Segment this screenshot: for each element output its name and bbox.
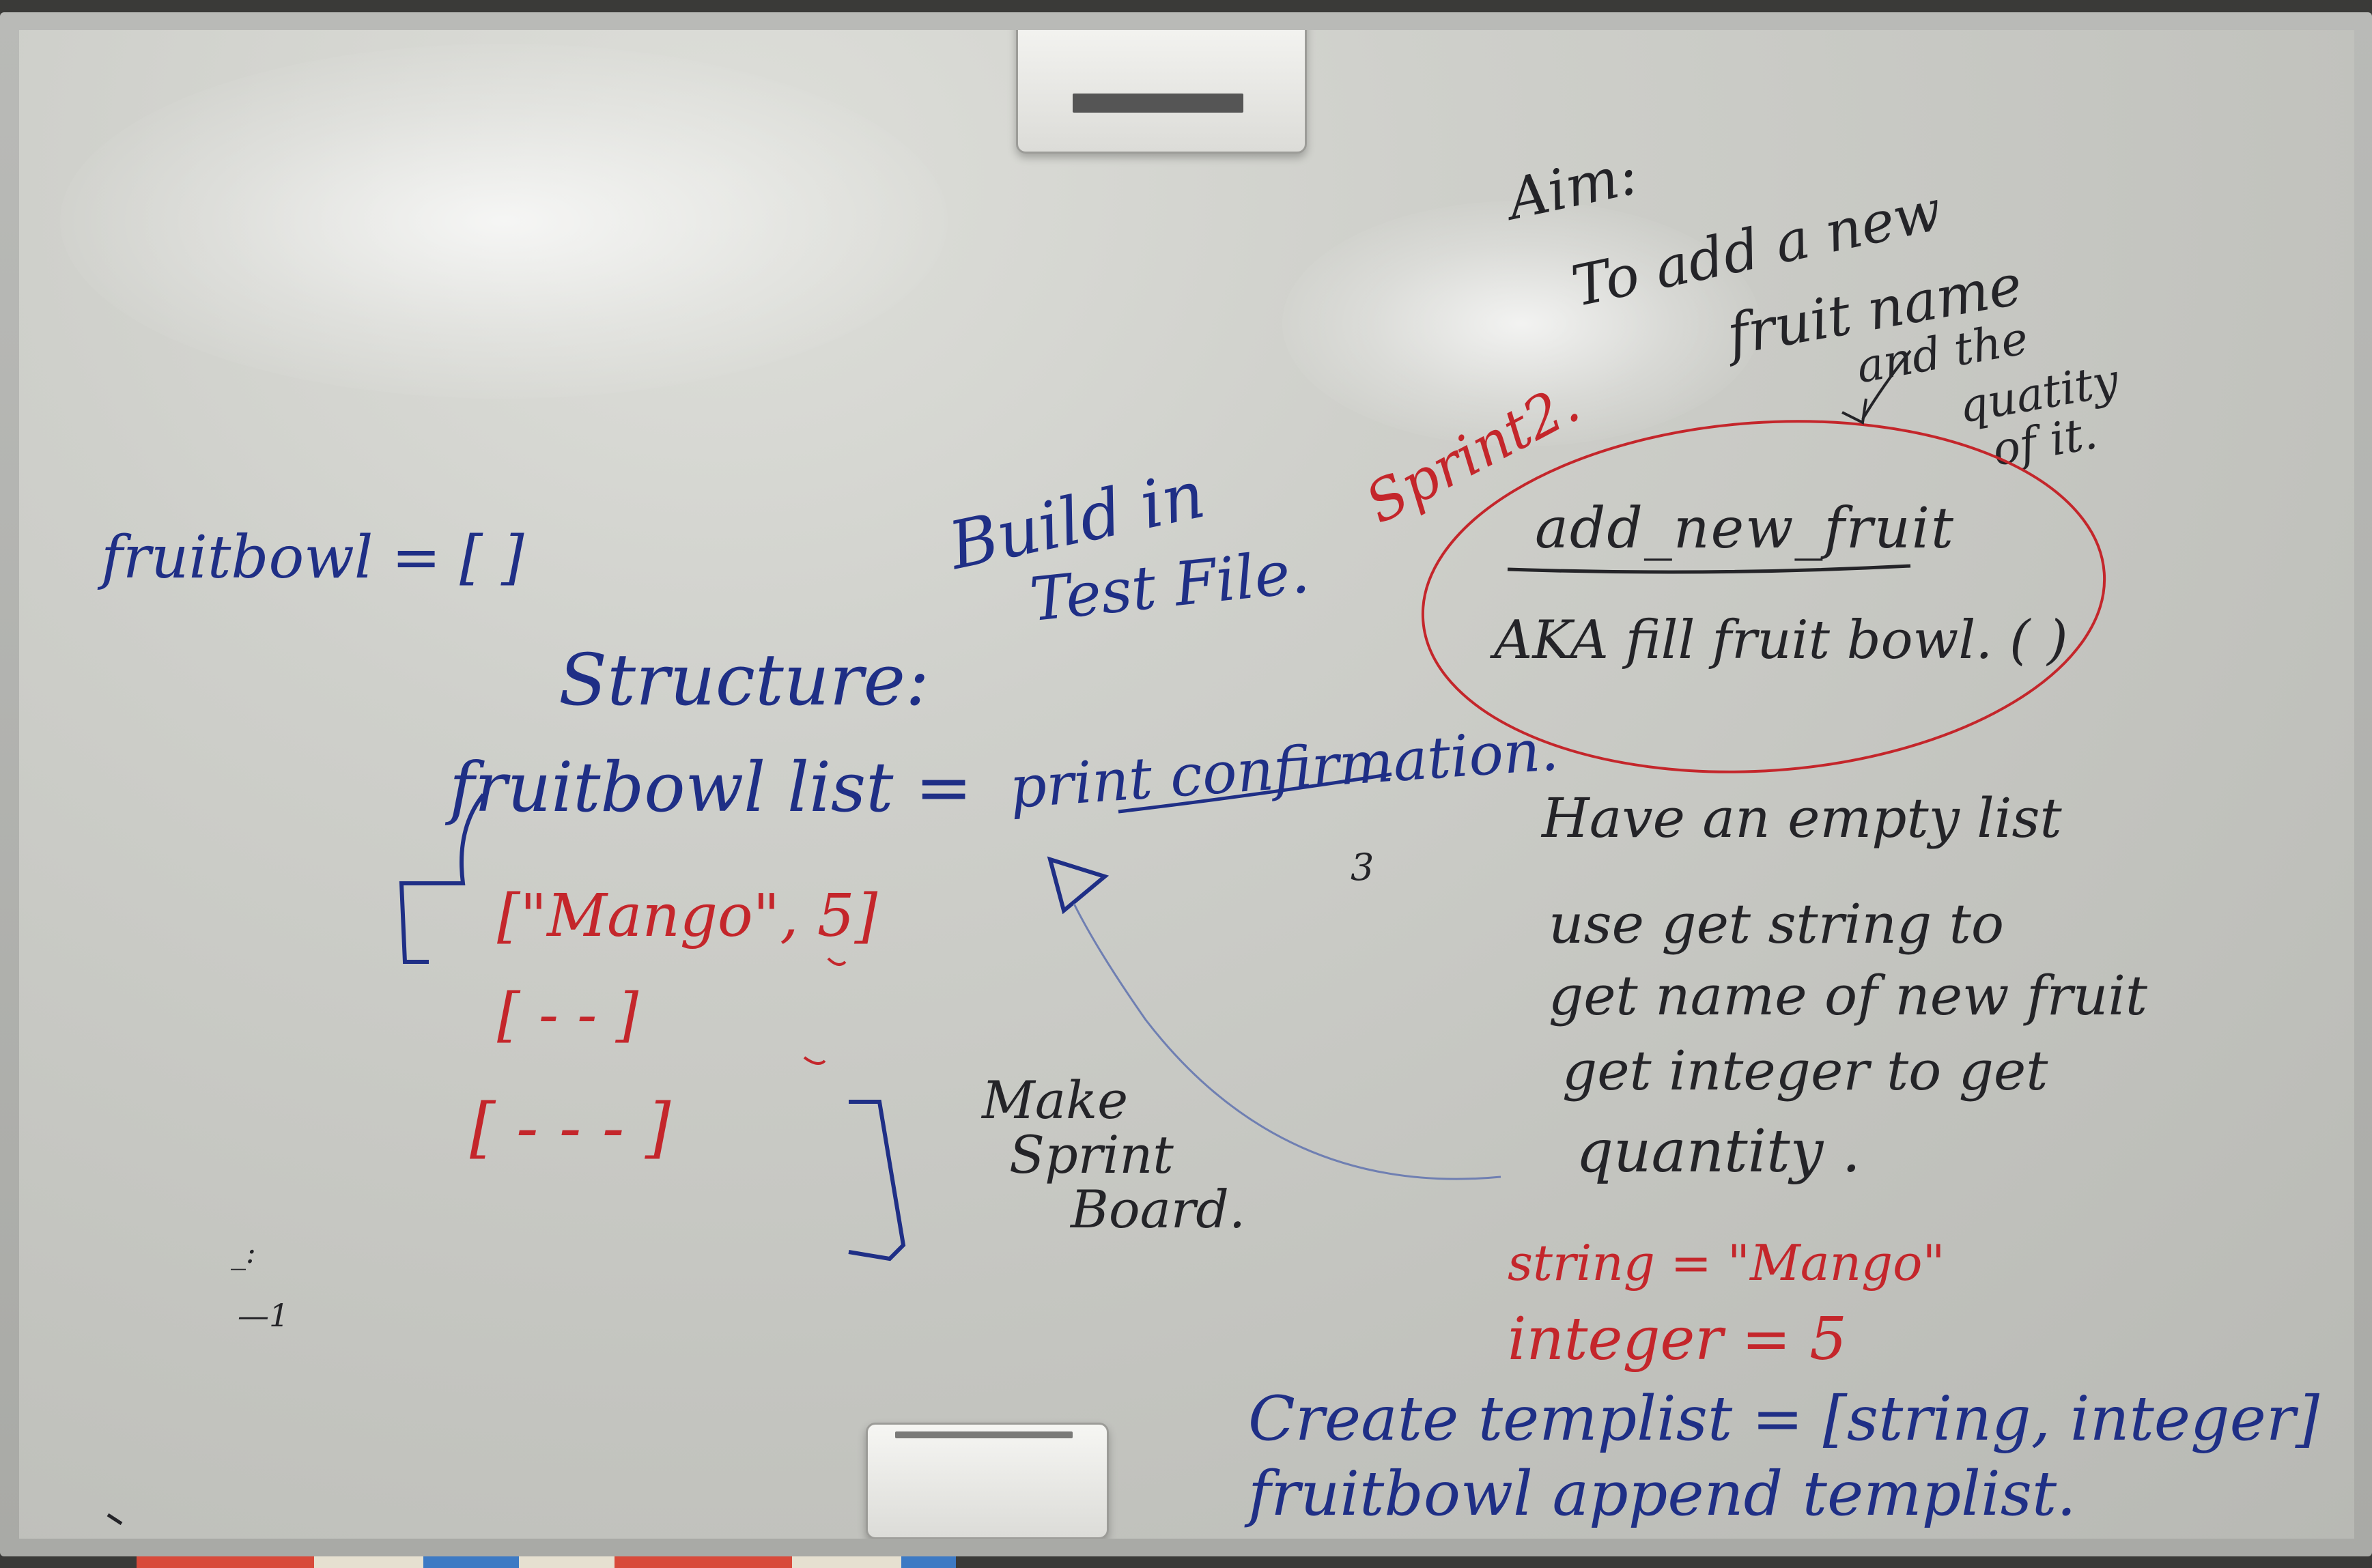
fruitbowl-append-text: fruitbowl append templist. bbox=[1248, 1458, 2076, 1530]
structure-bracket-left bbox=[399, 793, 485, 964]
integer-example: integer = 5 bbox=[1508, 1305, 1847, 1373]
fruitbowl-list-label: fruitbowl list = bbox=[449, 747, 973, 827]
structure-row-mango: ["Mango", 5] bbox=[497, 882, 878, 950]
confirmation-underline bbox=[1118, 772, 1392, 814]
eraser bbox=[866, 1423, 1109, 1539]
structure-bracket-right bbox=[848, 1100, 906, 1261]
projector-device bbox=[1016, 30, 1307, 154]
fruitbowl-init-text: fruitbowl = [ ] bbox=[101, 524, 524, 592]
sprint2-ellipse bbox=[1421, 420, 2106, 773]
bullet-2: use get string to bbox=[1549, 892, 2004, 956]
margin-mark-3: 3 bbox=[1351, 846, 1374, 889]
bullet-3-cont: quantity . bbox=[1576, 1117, 1861, 1186]
aim-arrow bbox=[1861, 350, 1912, 420]
triangle-arrowhead bbox=[1047, 856, 1110, 915]
board-text: Board. bbox=[1071, 1179, 1246, 1240]
light-glare-right bbox=[1282, 201, 1760, 446]
make-text: Make bbox=[982, 1070, 1129, 1130]
bullet-2-cont: get name of new fruit bbox=[1549, 964, 2148, 1027]
margin-mark-1: _: bbox=[231, 1236, 256, 1270]
margin-mark-2: —1 bbox=[238, 1297, 290, 1334]
light-glare bbox=[60, 44, 948, 399]
string-example: string = "Mango" bbox=[1508, 1234, 1945, 1292]
bullet-1: Have an empty list bbox=[1542, 786, 2062, 850]
wall-poster-strip bbox=[137, 1556, 956, 1568]
marker-strokes bbox=[107, 350, 2106, 1526]
sprint-text: Sprint bbox=[1009, 1124, 1174, 1185]
bullet-3: get integer to get bbox=[1562, 1039, 2048, 1102]
function-name: add_new_fruit bbox=[1535, 496, 1955, 561]
structure-row-3: [ - - - ] bbox=[470, 1089, 671, 1166]
structure-row-2: [ - - ] bbox=[497, 981, 639, 1049]
function-underline bbox=[1507, 564, 1911, 574]
create-templist-text: Create templist = [string, integer] bbox=[1248, 1383, 2320, 1455]
aka-text: AKA fill fruit bowl. ( ) bbox=[1494, 610, 2068, 671]
whiteboard: fruitbowl = [ ] Structure: fruitbowl lis… bbox=[19, 30, 2354, 1539]
connector-curve bbox=[1073, 903, 1501, 1180]
structure-heading: Structure: bbox=[559, 638, 930, 722]
